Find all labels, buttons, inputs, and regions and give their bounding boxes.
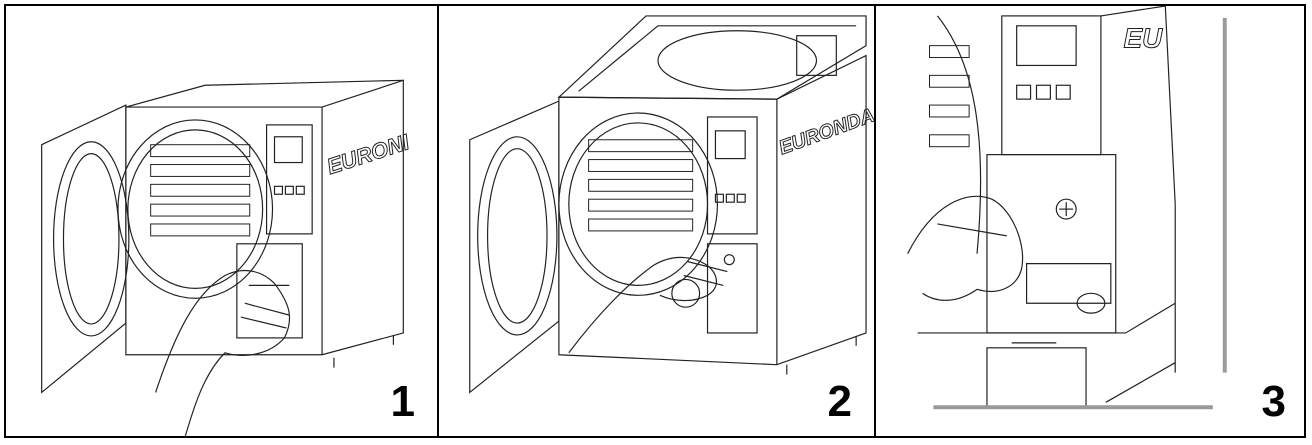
autoclave-illustration-2: EURONDA — [469, 15, 874, 394]
brand-label: EURONDA — [776, 104, 874, 159]
step-panel-2: EURONDA 2 — [439, 6, 876, 436]
brand-label: EU — [1124, 23, 1163, 54]
brand-label: EURONI — [324, 129, 413, 179]
step-number: 1 — [390, 377, 415, 426]
panel-strip: EURONI 1 — [4, 4, 1306, 438]
autoclave-illustration-1: EURONI — [41, 79, 413, 436]
autoclave-closeup-illustration: EU — [907, 6, 1227, 410]
step-number: 2 — [827, 377, 852, 426]
step-panel-1: EURONI 1 — [6, 6, 439, 436]
step-number: 3 — [1261, 377, 1286, 426]
step-panel-3: EU — [876, 6, 1304, 436]
